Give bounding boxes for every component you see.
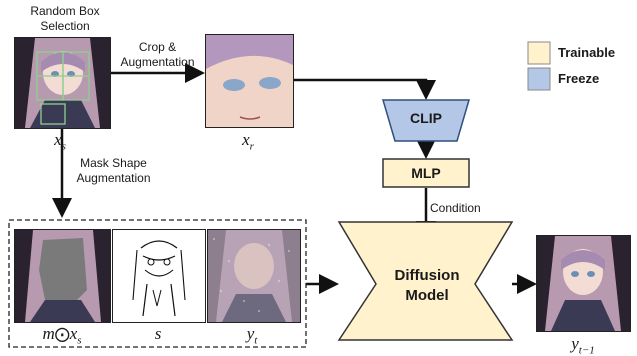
- crop-line2: Augmentation: [120, 55, 195, 69]
- noisy-image-yt: [207, 229, 301, 323]
- masked-op: ⨀: [54, 326, 70, 343]
- xs-sub: s: [61, 140, 66, 153]
- mlp-label: MLP: [411, 165, 441, 181]
- yt1-sub: t−1: [578, 344, 595, 356]
- clip-block: [381, 99, 471, 142]
- cropped-image-xr: [205, 34, 294, 128]
- label-yt: yt: [232, 324, 272, 346]
- s-var: s: [154, 324, 162, 343]
- input-group-box: [8, 219, 307, 348]
- source-image-xs: [14, 37, 111, 129]
- clip-label: CLIP: [410, 110, 442, 126]
- diffusion-line1: Diffusion: [394, 267, 460, 284]
- random-box-label: Random Box Selection: [10, 4, 120, 34]
- label-xr: xr: [228, 130, 268, 152]
- yt-sub: t: [254, 334, 258, 347]
- masked-image: [14, 229, 111, 323]
- masked-x: x: [69, 324, 78, 343]
- mlp-block: [382, 158, 470, 188]
- legend-swatch-freeze: [527, 67, 551, 91]
- mask-shape-label: Mask Shape Augmentation: [66, 156, 161, 186]
- diffusion-label: Diffusion Model: [372, 266, 482, 306]
- condition-label: Condition: [430, 201, 481, 215]
- mask-line2: Augmentation: [76, 171, 151, 185]
- label-xs: xs: [40, 130, 80, 152]
- legend-freeze-label: Freeze: [558, 71, 600, 86]
- xs-var: x: [54, 130, 62, 149]
- random-box-line1: Random Box: [30, 4, 100, 18]
- yt-var: y: [246, 324, 255, 343]
- label-s: s: [138, 324, 178, 344]
- legend-swatch-trainable: [527, 41, 551, 65]
- output-image-yt-1: [536, 235, 631, 332]
- masked-sub: s: [77, 334, 82, 347]
- random-box-line2: Selection: [40, 19, 90, 33]
- xr-sub: r: [249, 140, 254, 153]
- diffusion-line2: Model: [405, 287, 449, 304]
- arrow-to-clip: [290, 78, 436, 100]
- masked-m: m: [42, 324, 55, 343]
- legend-trainable-label: Trainable: [558, 45, 616, 60]
- xr-var: x: [242, 130, 250, 149]
- crop-label: Crop & Augmentation: [110, 40, 205, 70]
- label-masked: m⨀xs: [22, 324, 102, 346]
- yt1-var: y: [571, 334, 579, 353]
- crop-line1: Crop &: [138, 40, 177, 54]
- sketch-image-s: [112, 229, 206, 323]
- label-yt-1: yt−1: [548, 334, 618, 356]
- mask-line1: Mask Shape: [80, 156, 147, 170]
- diffusion-model-block: [337, 221, 514, 341]
